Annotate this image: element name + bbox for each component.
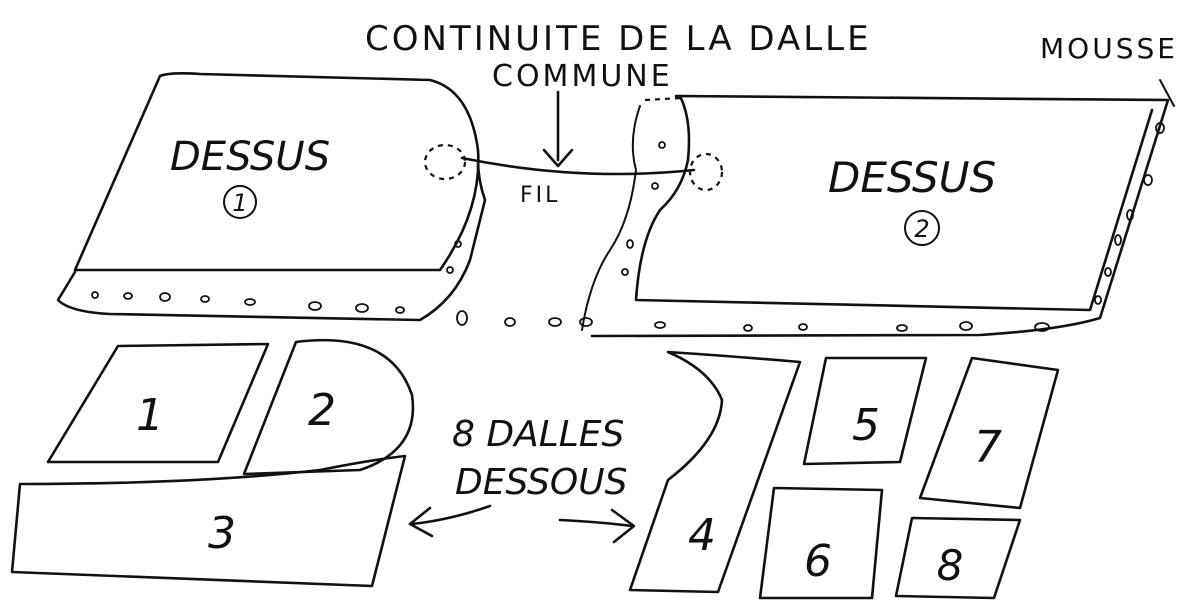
slab-1	[46, 342, 270, 464]
title-line-2: COMMUNE	[492, 59, 673, 94]
title-line-1: CONTINUITE DE LA DALLE	[365, 19, 872, 59]
top-panel-1-label: DESSUS	[170, 134, 330, 180]
top-panel-1-num: 1	[232, 189, 247, 217]
bottom-caption-line-1: 8 DALLES	[452, 414, 624, 455]
mousse-arrow	[1159, 79, 1175, 107]
slab-1-label: 1	[136, 390, 164, 441]
slab-4-label: 4	[688, 510, 716, 561]
bottom-caption: 8 DALLES DESSOUS	[408, 414, 636, 544]
left-arrow	[408, 504, 492, 538]
slab-5	[802, 356, 928, 466]
top-slab-1: DESSUS 1	[56, 72, 487, 322]
title-arrow	[542, 90, 574, 168]
slab-4	[628, 350, 802, 594]
mousse-label: MOUSSE	[1040, 32, 1178, 65]
slab-6-label: 6	[804, 536, 832, 587]
bottom-caption-line-2: DESSOUS	[455, 462, 627, 503]
slab-3-label: 3	[208, 508, 236, 559]
bottom-slabs: 1 2 3 4 5 6 7 8	[10, 338, 1060, 600]
slab-5-label: 5	[852, 400, 880, 451]
slab-2-label: 2	[308, 385, 336, 436]
slab-7	[918, 356, 1060, 510]
slab-6	[758, 486, 884, 600]
slab-7-label: 7	[974, 422, 1002, 473]
top-slab-2: DESSUS 2	[456, 94, 1170, 338]
top-panel-1-num-circle	[223, 185, 257, 219]
right-arrow	[558, 508, 636, 544]
wire-connection: FIL	[423, 143, 724, 208]
fil-label: FIL	[520, 183, 560, 208]
top-panel-2-num: 2	[914, 215, 929, 243]
slab-2	[242, 338, 415, 476]
top-panel-2-num-circle	[904, 210, 940, 246]
slab-3	[10, 454, 407, 588]
top-panel-2-label: DESSUS	[828, 153, 996, 202]
slab-8-label: 8	[937, 541, 964, 590]
slab-8	[894, 516, 1022, 600]
foam-dots-1	[91, 240, 462, 314]
foam-dots-2	[456, 122, 1165, 332]
